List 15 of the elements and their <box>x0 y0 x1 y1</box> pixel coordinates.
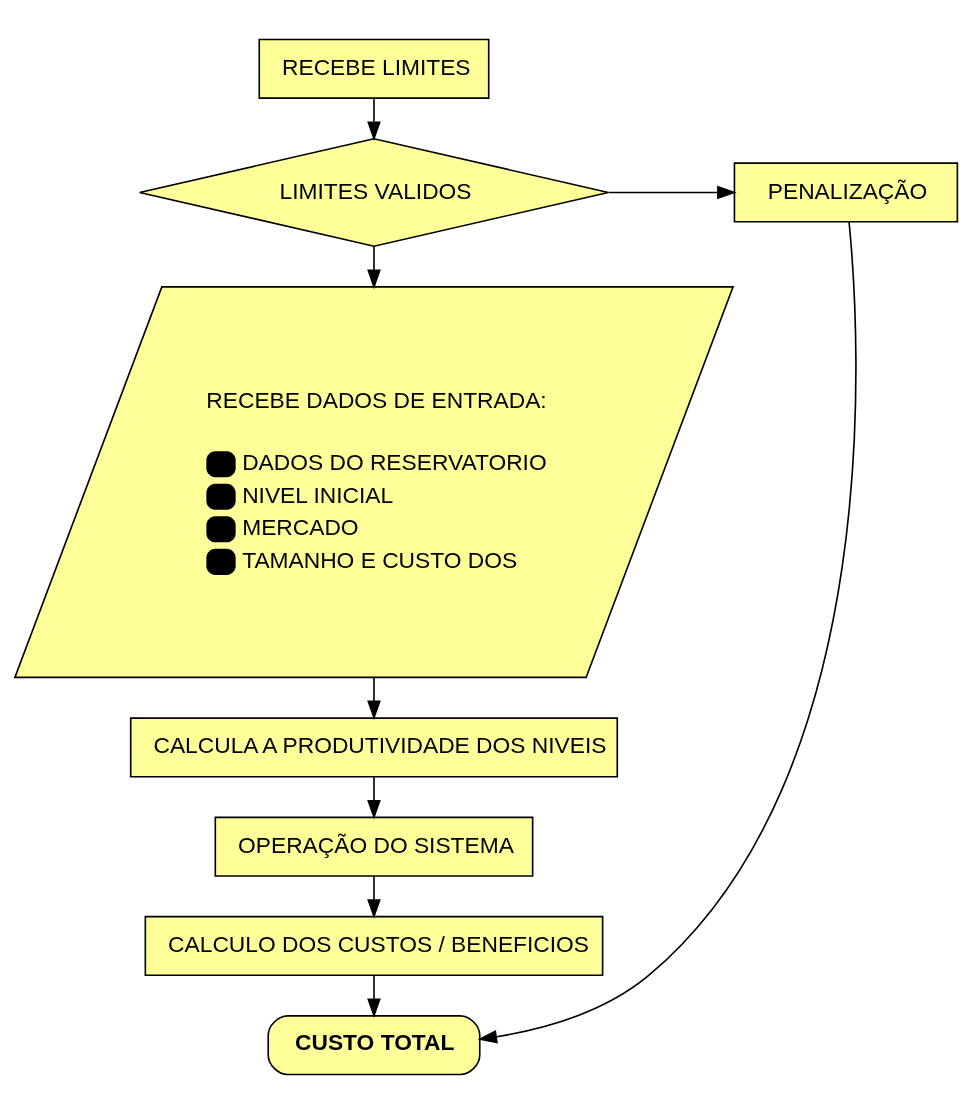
node-box: CALCULA A PRODUTIVIDADE DOS NIVEIS <box>129 717 619 778</box>
node-box: RECEBE LIMITES <box>258 38 490 99</box>
arrow <box>477 221 857 1044</box>
arrow <box>367 676 381 721</box>
node-box: OPERAÇÃO DO SISTEMA <box>214 816 534 877</box>
arrow <box>367 974 381 1018</box>
node-box: CUSTO TOTAL <box>267 1015 481 1076</box>
arrow <box>367 97 381 141</box>
node-box: PENALIZAÇÃO <box>733 162 959 223</box>
node-box: CALCULO DOS CUSTOS / BENEFICIOS <box>144 915 604 977</box>
node-diamond: LIMITES VALIDOS <box>138 137 610 247</box>
arrow <box>607 185 737 200</box>
arrow <box>367 245 381 290</box>
arrow <box>367 776 381 820</box>
arrow <box>367 875 381 919</box>
